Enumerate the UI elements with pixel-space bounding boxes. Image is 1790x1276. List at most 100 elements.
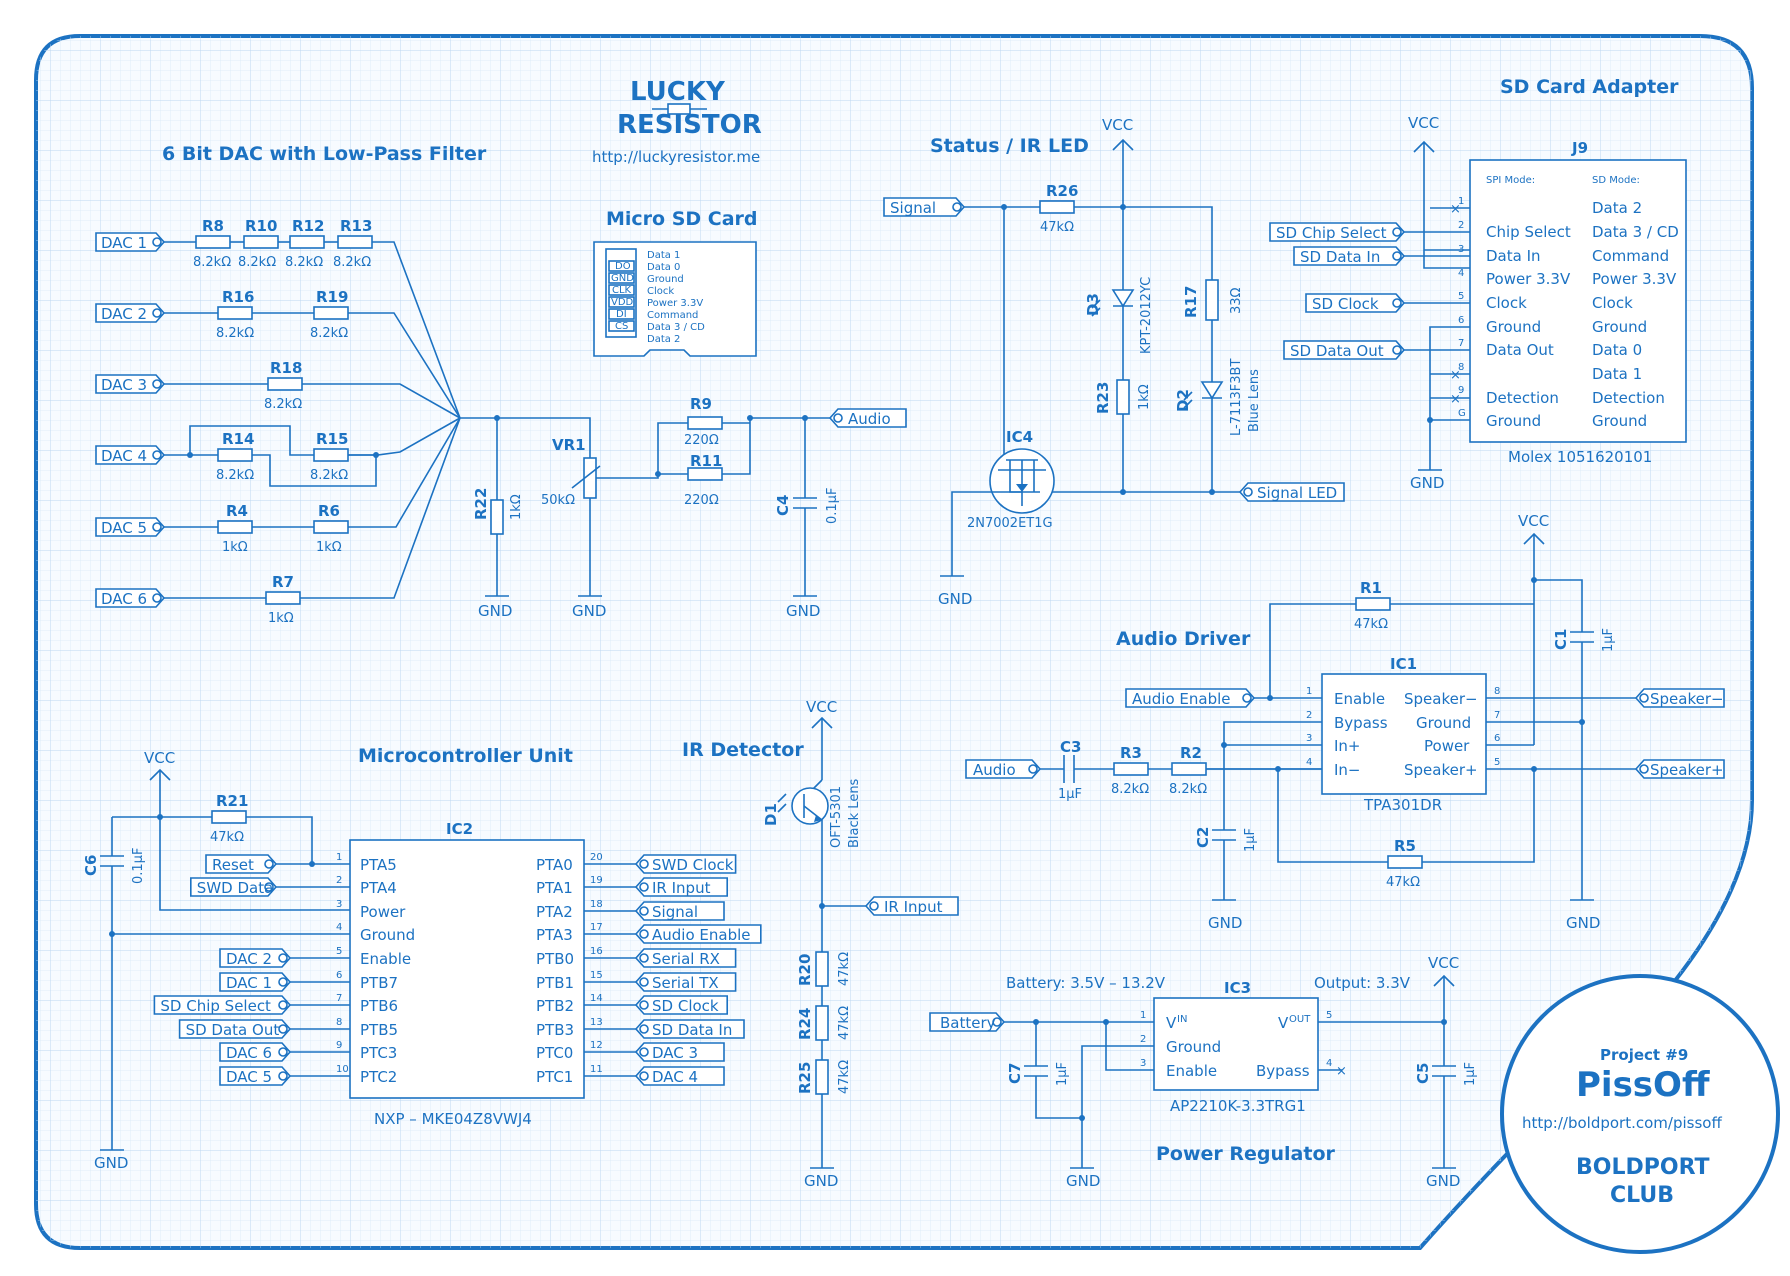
title-ir: IR Detector [682, 739, 804, 761]
svg-text:R18: R18 [270, 359, 302, 377]
ic2-chip [349, 839, 585, 1099]
svg-text:Ground: Ground [1486, 412, 1541, 430]
svg-text:C2: C2 [1194, 827, 1212, 848]
net-flag-mcu: DAC 6 [219, 1042, 292, 1062]
svg-text:IC3: IC3 [1224, 979, 1251, 997]
ic2-pin-number: 15 [590, 970, 603, 981]
net-flag-mcu: DAC 2 [219, 948, 292, 968]
net-flag-ir-input-out: IR Input [864, 896, 959, 916]
svg-text:R25: R25 [796, 1062, 814, 1094]
net-flag-dac4: DAC 4 [95, 445, 166, 465]
svg-text:8.2kΩ: 8.2kΩ [310, 468, 348, 483]
svg-text:Power 3.3V: Power 3.3V [1592, 270, 1677, 288]
svg-text:SD Data Out: SD Data Out [1290, 342, 1384, 360]
ic2-pin-name: PTA3 [536, 926, 573, 944]
svg-text:5: 5 [1494, 757, 1500, 768]
svg-text:4: 4 [1458, 268, 1464, 279]
svg-text:Ground: Ground [1592, 412, 1647, 430]
net-flag-signal: Signal [883, 197, 966, 217]
title-dac: 6 Bit DAC with Low-Pass Filter [162, 143, 487, 165]
svg-text:Command: Command [647, 310, 698, 321]
svg-text:8.2kΩ: 8.2kΩ [333, 255, 371, 270]
svg-text:2: 2 [1140, 1034, 1146, 1045]
svg-text:Data Out: Data Out [1486, 341, 1554, 359]
svg-text:Battery: Battery [940, 1014, 996, 1032]
svg-text:6: 6 [1494, 733, 1500, 744]
ic3-chip [1153, 997, 1319, 1091]
ic2-pin-name: PTA0 [536, 856, 573, 874]
svg-text:GND: GND [1410, 474, 1444, 492]
svg-text:R11: R11 [690, 452, 722, 470]
svg-text:R22: R22 [472, 488, 490, 520]
badge-club-line1: BOLDPORT [1576, 1155, 1710, 1180]
net-flag-sd-chip-select: SD Chip Select [1269, 222, 1406, 242]
ic2-pin-name: Ground [360, 926, 415, 944]
svg-text:Molex 1051620101: Molex 1051620101 [1508, 448, 1652, 466]
svg-text:8.2kΩ: 8.2kΩ [1111, 782, 1149, 797]
svg-text:R16: R16 [222, 288, 254, 306]
svg-text:Data 2: Data 2 [647, 334, 680, 345]
svg-text:1kΩ: 1kΩ [1137, 384, 1152, 410]
ic2-pin-number: 19 [590, 875, 603, 886]
svg-text:Data 3 / CD: Data 3 / CD [647, 322, 705, 333]
svg-text:4: 4 [1306, 757, 1312, 768]
ic2-pin-name: Power [360, 903, 406, 921]
svg-text:GND: GND [572, 602, 606, 620]
svg-text:CLK: CLK [612, 285, 632, 296]
svg-text:7: 7 [1458, 338, 1464, 349]
svg-text:R12: R12 [292, 217, 324, 235]
header-url: http://luckyresistor.me [592, 148, 760, 166]
resistor-r22 [490, 499, 504, 535]
svg-text:Audio: Audio [973, 761, 1016, 779]
svg-text:×: × [1450, 202, 1461, 217]
ic2-pin-name: PTB0 [536, 950, 574, 968]
net-flag-label: Serial RX [652, 950, 720, 968]
svg-text:Power 3.3V: Power 3.3V [647, 298, 703, 309]
net-flag-mcu: SD Clock [634, 995, 729, 1015]
svg-text:V: V [1166, 1014, 1177, 1032]
svg-text:7: 7 [1494, 710, 1500, 721]
svg-text:3: 3 [1140, 1058, 1146, 1069]
net-flag-label: DAC 5 [226, 1068, 272, 1086]
svg-text:R4: R4 [226, 502, 248, 520]
ic2-pin-name: PTC1 [536, 1068, 573, 1086]
svg-text:Signal LED: Signal LED [1257, 484, 1337, 502]
svg-text:8.2kΩ: 8.2kΩ [216, 468, 254, 483]
svg-text:OFT-5301: OFT-5301 [829, 786, 844, 848]
badge-project: Project #9 [1600, 1046, 1688, 1064]
svg-text:47kΩ: 47kΩ [210, 830, 244, 845]
svg-text:5: 5 [1458, 291, 1464, 302]
svg-text:1kΩ: 1kΩ [222, 540, 248, 555]
svg-text:GND: GND [94, 1154, 128, 1172]
svg-text:R19: R19 [316, 288, 348, 306]
resistor-r12 [289, 235, 325, 249]
svg-text:VCC: VCC [806, 698, 837, 716]
svg-text:Enable: Enable [1166, 1062, 1217, 1080]
net-flag-speaker-neg: Speaker− [1634, 688, 1725, 708]
svg-text:1: 1 [1306, 686, 1312, 697]
ic2-pin-name: PTC2 [360, 1068, 397, 1086]
net-flag-mcu: IR Input [634, 877, 729, 897]
ic2-pin-number: 18 [590, 899, 603, 910]
badge-club-line2: CLUB [1610, 1183, 1674, 1208]
net-flag-signal-led: Signal LED [1238, 482, 1345, 502]
net-flag-mcu: Serial TX [634, 972, 737, 992]
net-flag-sd-data-out: SD Data Out [1283, 340, 1406, 360]
dac-section [164, 235, 830, 605]
svg-text:R5: R5 [1394, 837, 1416, 855]
net-flag-label: Audio Enable [652, 926, 751, 944]
ic2-pin-number: 17 [590, 922, 603, 933]
svg-text:DAC 4: DAC 4 [101, 447, 147, 465]
net-flag-mcu: Signal [634, 901, 725, 921]
ic2-pin-number: 12 [590, 1040, 603, 1051]
svg-text:Speaker−: Speaker− [1650, 690, 1724, 708]
ic2-pin-number: 6 [336, 970, 342, 981]
svg-text:Power: Power [1424, 737, 1470, 755]
svg-text:R1: R1 [1360, 579, 1382, 597]
svg-text:R17: R17 [1182, 286, 1200, 318]
ic2-pin-number: 13 [590, 1017, 603, 1028]
